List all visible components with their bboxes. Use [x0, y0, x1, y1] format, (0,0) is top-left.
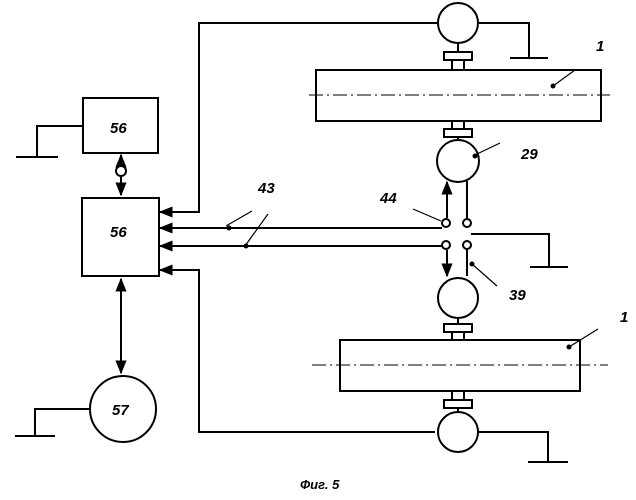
roll-bottom-label: 1 [620, 309, 628, 326]
bottom-coupling-upper [444, 318, 472, 341]
ground-top-block [16, 126, 83, 157]
ground-57 [15, 409, 90, 436]
label-44-group: 44 [379, 190, 441, 221]
roll-top: 1 [309, 38, 610, 121]
ground-bottom-motor [478, 432, 568, 462]
label-39: 39 [509, 287, 526, 304]
label-44: 44 [379, 190, 397, 207]
control-block-top-label: 56 [110, 120, 127, 137]
bottom-coupling-lower [444, 391, 472, 414]
control-block-top: 56 [83, 98, 158, 153]
control-block-main-label: 56 [110, 224, 127, 241]
control-block-main: 56 [82, 198, 159, 276]
figure-caption: Фиг. 5 [300, 477, 340, 492]
bottom-motor [438, 412, 478, 452]
motor-29: 29 [437, 140, 538, 182]
label-43-group: 43 [226, 180, 275, 249]
roll-top-label: 1 [596, 38, 604, 55]
top-coupling-upper [444, 43, 472, 70]
unit-57-label: 57 [112, 402, 129, 419]
ground-top-motor [477, 23, 548, 58]
motor-middle-bottom [438, 278, 478, 318]
link-blocks [116, 155, 126, 195]
unit-57: 57 [90, 376, 156, 442]
contact-assembly [442, 181, 568, 276]
roll-bottom: 1 [312, 309, 628, 391]
label-43: 43 [257, 180, 275, 197]
label-29: 29 [520, 146, 538, 163]
top-motor [438, 3, 478, 43]
